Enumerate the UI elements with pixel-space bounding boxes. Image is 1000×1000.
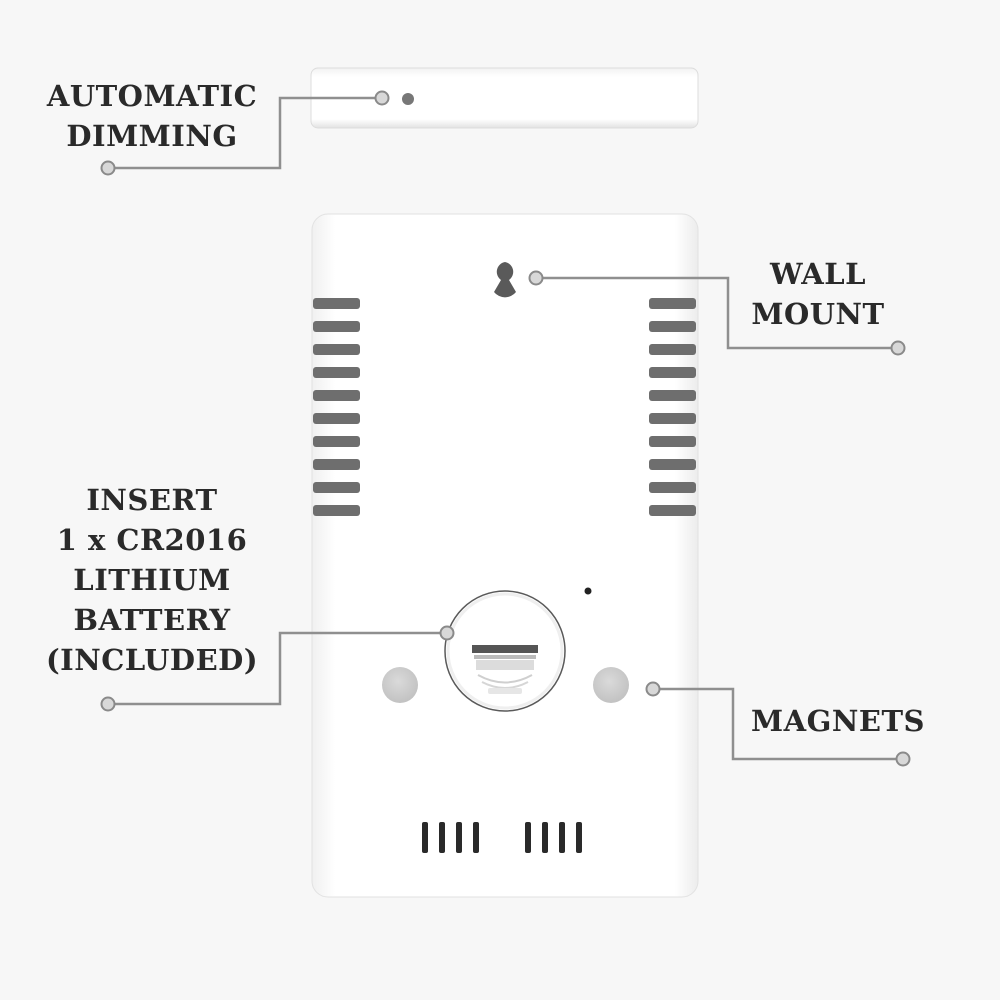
label-line: DIMMING [66, 119, 238, 153]
label-line: INSERT [86, 483, 218, 517]
callout-magnets [653, 687, 903, 761]
right-vent [649, 298, 696, 516]
callout-dot [100, 696, 116, 712]
callout-dot [890, 340, 906, 356]
label-line: MAGNETS [750, 704, 925, 738]
wall-mount-keyhole [494, 262, 516, 298]
callout-dot [645, 681, 661, 697]
label-battery: INSERT 1 x CR2016 LITHIUM BATTERY (INCLU… [28, 480, 276, 680]
callout-dot [374, 90, 390, 106]
callout-automatic-dimming [108, 96, 382, 170]
label-line: BATTERY [73, 603, 231, 637]
label-line: (INCLUDED) [45, 643, 259, 677]
callout-dot [895, 751, 911, 767]
callout-wall-mount [536, 276, 898, 350]
magnet-pad-left [382, 667, 418, 703]
label-magnets: MAGNETS [738, 701, 938, 741]
left-vent [313, 298, 360, 516]
bottom-vent [422, 822, 582, 853]
battery-compartment [444, 590, 566, 712]
magnet-pad-right [593, 667, 629, 703]
label-line: MOUNT [751, 297, 885, 331]
device-back-view [311, 213, 699, 898]
callout-dot [439, 625, 455, 641]
label-line: AUTOMATIC [46, 79, 258, 113]
callout-dot [528, 270, 544, 286]
callout-dot [100, 160, 116, 176]
reset-pinhole [584, 587, 592, 595]
label-wall-mount: WALL MOUNT [738, 254, 898, 334]
label-line: WALL [770, 257, 866, 291]
label-automatic-dimming: AUTOMATIC DIMMING [38, 76, 266, 156]
light-sensor [402, 93, 414, 105]
label-line: LITHIUM [73, 563, 231, 597]
label-line: 1 x CR2016 [56, 523, 248, 557]
callout-battery [108, 631, 447, 706]
